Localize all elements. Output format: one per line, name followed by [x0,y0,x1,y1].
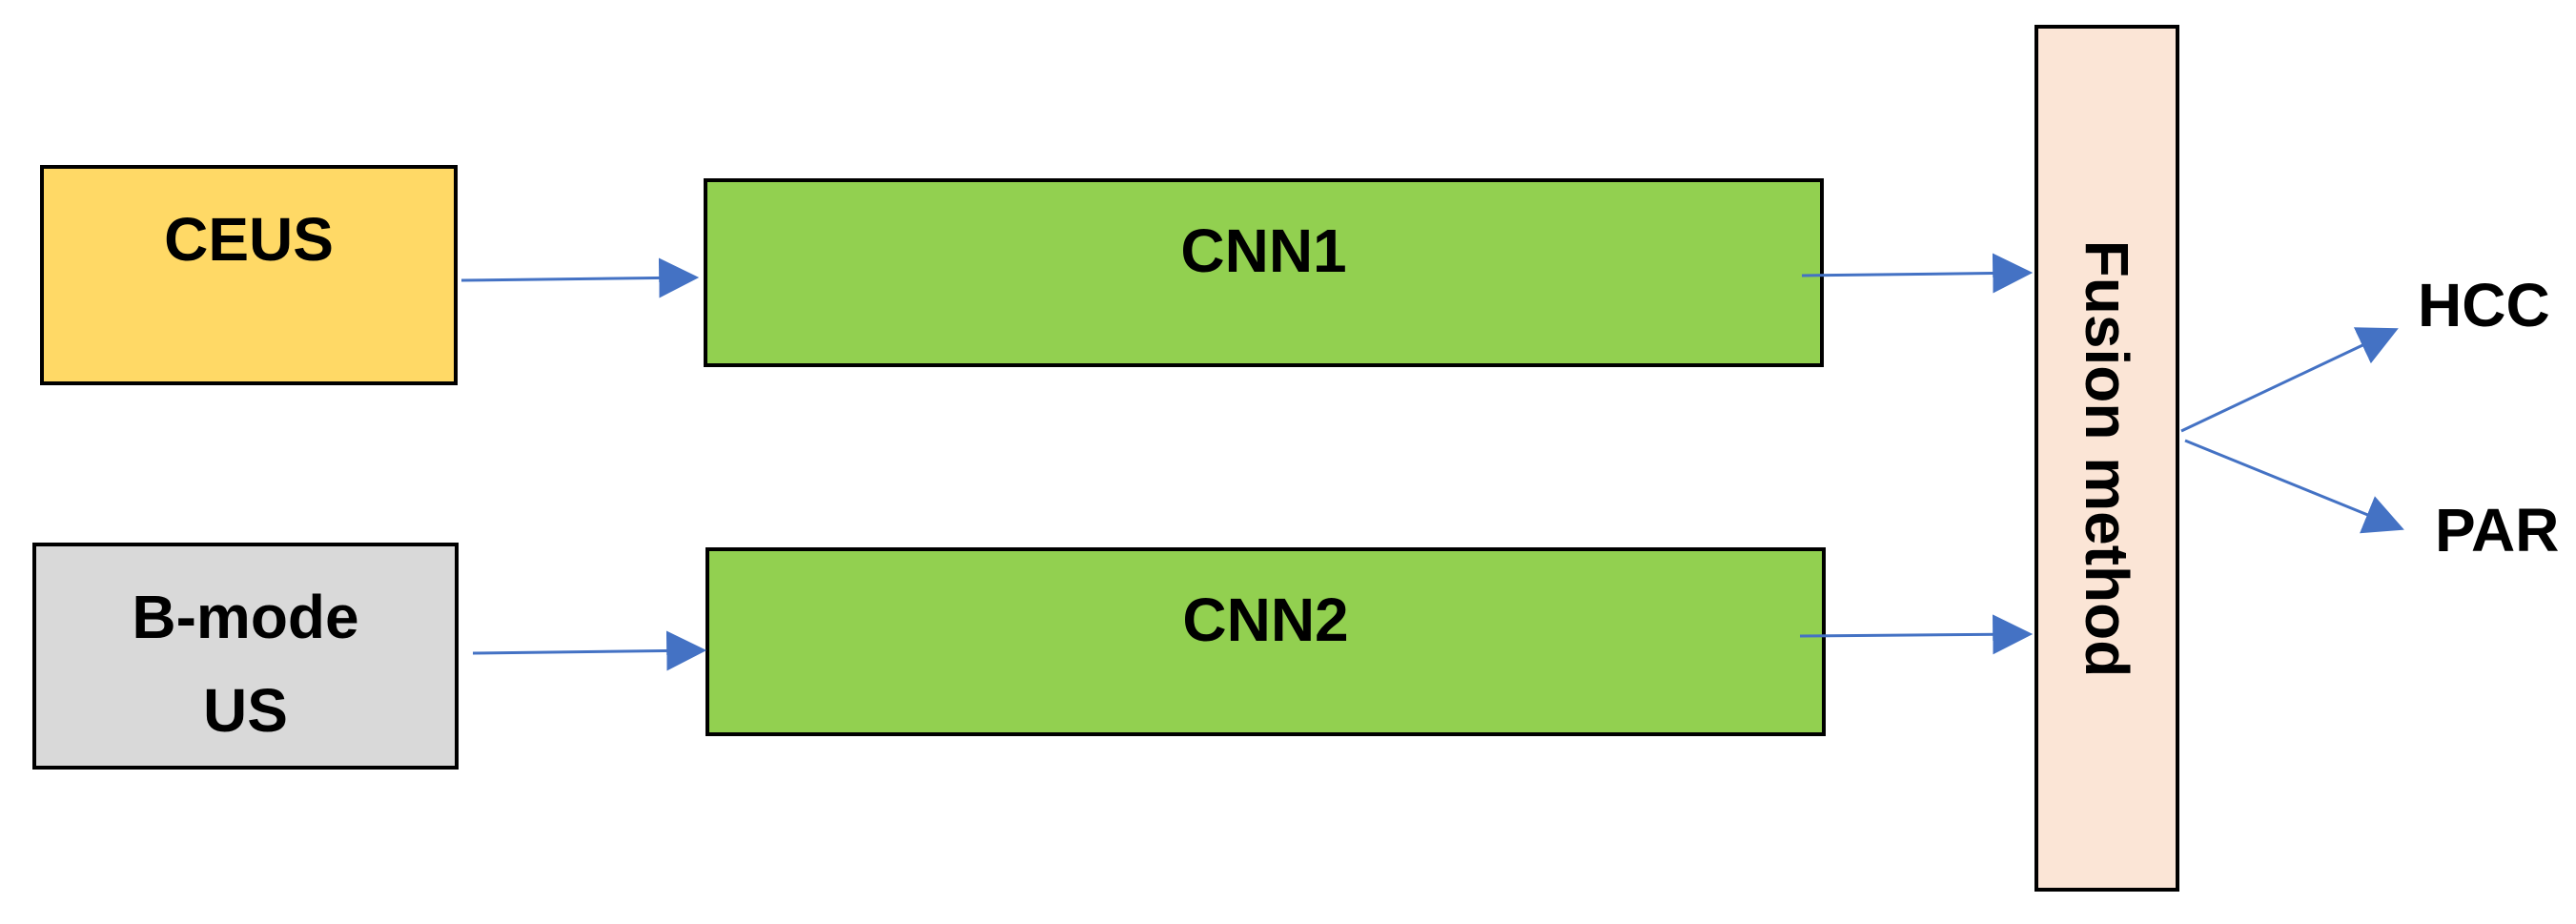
ceus-input-box: CEUS [40,165,458,385]
bmode-label-line1: B-mode [132,583,359,651]
arrow-cnn2-to-fusion [1799,614,2034,655]
fusion-method-label: Fusion method [2073,239,2141,677]
par-output-label: PAR [2435,496,2560,565]
cnn1-box: CNN1 [704,178,1824,367]
arrow-fusion-to-hcc [2180,327,2399,433]
bmode-label-line2: US [203,676,288,745]
cnn2-box: CNN2 [705,547,1826,736]
cnn1-label: CNN1 [1180,216,1347,285]
cnn2-label: CNN2 [1182,585,1349,654]
arrow-cnn1-to-fusion [1801,253,2034,294]
arrow-fusion-to-par [2184,439,2404,534]
ceus-label: CEUS [164,205,334,274]
hcc-output-label: HCC [2418,271,2550,339]
bmode-us-input-box: B-mode US [32,543,459,770]
arrow-ceus-to-cnn1 [460,257,700,298]
fusion-method-box: Fusion method [2034,25,2179,892]
arrow-bmode-to-cnn2 [472,630,707,671]
